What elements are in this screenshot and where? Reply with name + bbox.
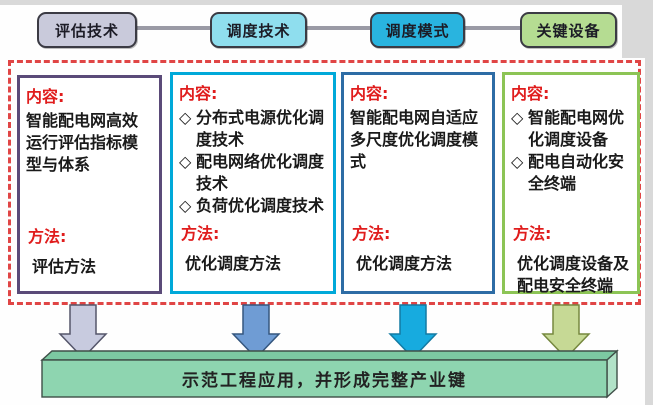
method-text: 优化调度方法 <box>185 254 282 273</box>
content-label: 内容: <box>26 87 65 106</box>
panel-evaluation: 内容: 智能配电网高效运行评估指标模型与体系 方法: 评估方法 <box>17 75 162 294</box>
bullet-item: ◇ 负荷优化调度技术 <box>179 195 327 217</box>
method-label: 方法: <box>28 227 67 246</box>
node-connector <box>305 26 372 30</box>
bullet-text: 配电自动化安全终端 <box>528 152 625 193</box>
method-block: 方法: 评估方法 <box>28 226 153 278</box>
bullet-item: ◇ 分布式电源优化调度技术 <box>179 107 327 151</box>
scan-artifact-top <box>0 0 653 5</box>
diamond-bullet-icon: ◇ <box>511 108 524 127</box>
down-arrow-icon <box>231 304 281 360</box>
bullet-text: 分布式电源优化调度技术 <box>196 108 325 149</box>
method-label: 方法: <box>352 224 391 243</box>
method-text: 优化调度设备及配电安全终端 <box>517 254 630 295</box>
bottom-bar-label: 示范工程应用，并形成完整产业键 <box>182 371 467 391</box>
method-block: 方法: 优化调度方法 <box>352 223 486 275</box>
diamond-bullet-icon: ◇ <box>179 196 192 215</box>
node-connector <box>135 26 212 30</box>
bullet-item: ◇ 智能配电网优化调度设备 <box>511 107 631 151</box>
diamond-bullet-icon: ◇ <box>511 152 524 171</box>
content-label: 内容: <box>511 84 550 103</box>
diamond-bullet-icon: ◇ <box>179 152 192 171</box>
method-block: 方法: 优化调度设备及配电安全终端 <box>513 223 631 297</box>
bullet-text: 负荷优化调度技术 <box>196 196 325 215</box>
node-evaluation-tech: 评估技术 <box>37 12 137 48</box>
content-label: 内容: <box>350 84 389 103</box>
bullet-item: ◇ 配电网络优化调度技术 <box>179 151 327 195</box>
bullet-text: 配电网络优化调度技术 <box>196 152 325 193</box>
method-text: 评估方法 <box>32 257 97 276</box>
bullet-text: 智能配电网优化调度设备 <box>528 108 625 149</box>
down-arrow-icon <box>58 304 108 360</box>
content-text: 智能配电网自适应多尺度优化调度模式 <box>350 108 479 171</box>
panel-dispatch-mode: 内容: 智能配电网自适应多尺度优化调度模式 方法: 优化调度方法 <box>341 72 495 294</box>
bar-side-face <box>606 349 618 399</box>
content-label: 内容: <box>179 84 218 103</box>
down-arrow-icon <box>541 304 591 360</box>
node-dispatch-tech: 调度技术 <box>210 12 307 48</box>
content-text: 智能配电网高效运行评估指标模型与体系 <box>26 111 139 174</box>
down-arrow-icon <box>388 304 438 360</box>
node-dispatch-mode: 调度模式 <box>370 12 465 48</box>
method-label: 方法: <box>181 224 220 243</box>
panel-key-equipment: 内容: ◇ 智能配电网优化调度设备 ◇ 配电自动化安全终端 方法: 优化调度设备… <box>502 72 640 297</box>
node-key-equipment: 关键设备 <box>520 12 617 48</box>
bullet-item: ◇ 配电自动化安全终端 <box>511 151 631 195</box>
node-connector <box>463 26 522 30</box>
method-text: 优化调度方法 <box>356 254 453 273</box>
diamond-bullet-icon: ◇ <box>179 108 192 127</box>
panel-dispatch-tech: 内容: ◇ 分布式电源优化调度技术 ◇ 配电网络优化调度技术 ◇ 负荷优化调度技… <box>170 72 336 294</box>
bar-front-face <box>41 359 608 398</box>
method-label: 方法: <box>513 224 552 243</box>
method-block: 方法: 优化调度方法 <box>181 223 327 275</box>
bar-top-face <box>40 350 619 361</box>
scan-artifact-right <box>645 0 653 405</box>
